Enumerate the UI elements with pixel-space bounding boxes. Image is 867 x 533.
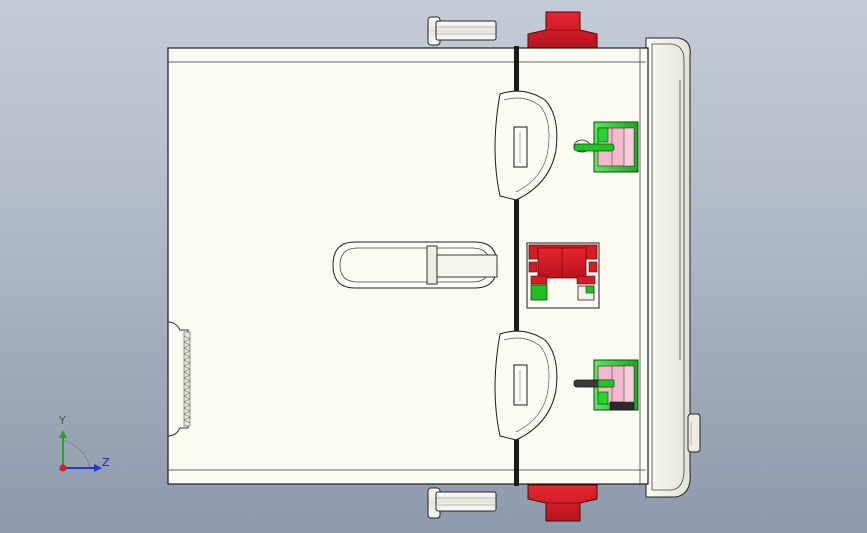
bottom-red-clip — [527, 484, 598, 522]
bottom-latch — [494, 330, 558, 441]
coordinate-triad-icon — [59, 430, 102, 472]
top-bolt — [427, 16, 497, 46]
bottom-terminal — [573, 359, 639, 411]
center-slot — [332, 241, 498, 289]
center-seam — [514, 46, 519, 486]
top-latch — [494, 90, 591, 201]
center-connector — [526, 242, 600, 309]
axis-y-label: Y — [59, 414, 66, 427]
axis-z-label: Z — [102, 456, 110, 469]
right-end-cap — [645, 37, 701, 498]
top-red-clip — [527, 11, 598, 49]
bottom-bolt — [427, 487, 497, 519]
top-terminal — [573, 121, 639, 173]
